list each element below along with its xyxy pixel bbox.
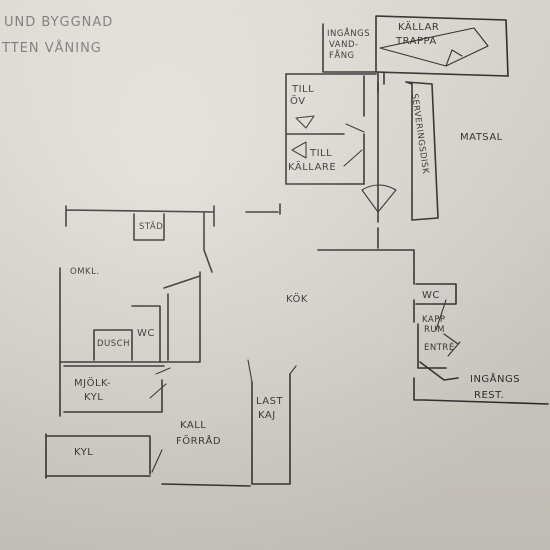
- stairs-label-2: TRAPPA: [395, 36, 437, 47]
- arrow-till-kallare: [291, 141, 307, 159]
- mjolkkyl-label-2: KYL: [84, 392, 103, 403]
- wc-left-label: WC: [137, 328, 155, 339]
- till-ov-label-2: ÖV: [290, 94, 306, 107]
- arrow-till-ov: [295, 115, 315, 129]
- till-kallare-label-1: TILL: [309, 148, 332, 159]
- ingangs-rest-bottom-wall: [423, 399, 549, 405]
- mjolkkyl-label-1: MJÖLK-: [74, 376, 111, 389]
- loading-dock-box: [251, 373, 291, 485]
- kyl-label: KYL: [74, 447, 93, 458]
- lastkaj-label-2: KAJ: [258, 410, 276, 421]
- loading-dock: [247, 359, 297, 485]
- cooler-door: [151, 449, 163, 473]
- kitchen-swing-door: [361, 184, 397, 213]
- bottom-wall: [161, 483, 251, 487]
- stairs-arrowhead: [445, 49, 463, 67]
- kapprum-label-2: RUM: [424, 325, 445, 335]
- stairs-arrow: [379, 27, 489, 67]
- kitchen-top-wall: [317, 249, 415, 285]
- door-till-kallare: [343, 149, 363, 167]
- stad-right-wall: [203, 211, 213, 273]
- cooler: [45, 433, 163, 479]
- omkl-label: OMKL.: [70, 267, 100, 277]
- entrance-doors: [435, 299, 461, 357]
- vestibule-label-3: FÅNG: [329, 49, 355, 61]
- dusch-label: DUSCH: [97, 339, 130, 349]
- wc-right-label: WC: [422, 290, 440, 301]
- kitchen-label: KÖK: [286, 292, 308, 305]
- entre-label: ENTRÉ: [424, 341, 455, 353]
- kitchen-walls: [65, 203, 425, 401]
- till-kallare-label-2: KÄLLARE: [288, 160, 336, 173]
- stad-top-wall: [65, 205, 215, 227]
- stairs-label-1: KÄLLAR: [398, 20, 439, 33]
- door-till-ov: [345, 123, 365, 133]
- changing-room-doors: [163, 275, 201, 361]
- changing-room-bottom-wall: [59, 271, 201, 363]
- changing-rooms: [59, 267, 201, 417]
- stad-label: STÄD: [139, 221, 163, 232]
- vestibule-label-1: INGÅNGS: [327, 27, 370, 39]
- serving-counter-outline: [405, 81, 439, 221]
- wc-right-box: [415, 283, 457, 305]
- kitchen-right-lower-wall: [413, 377, 425, 401]
- kapprum-label-1: KAPP: [422, 315, 446, 325]
- stair-rooms: [285, 73, 377, 185]
- kitchen-top-door: [245, 203, 281, 215]
- stad-box: [133, 213, 165, 241]
- ingangs-rest-label-2: REST.: [474, 390, 504, 401]
- entre-door-swing: [419, 361, 459, 381]
- loading-dock-doors: [247, 359, 297, 383]
- title-line-1: UND BYGGNAD: [4, 15, 113, 30]
- till-ov-label-1: TILL: [291, 84, 314, 95]
- ingangs-rest-label-1: INGÅNGS: [470, 372, 520, 385]
- milk-cooler-box: [63, 365, 165, 413]
- milk-cooler: [63, 365, 171, 413]
- kallforrad-label-1: KALL: [180, 420, 206, 431]
- stair-rooms-left-wall: [285, 73, 365, 185]
- milk-cooler-doors: [149, 367, 171, 399]
- vestibule-door-jamb: [377, 71, 385, 93]
- wc-left-box: [131, 305, 161, 363]
- dusch-box: [93, 329, 133, 361]
- stairs-base-wall: [375, 71, 509, 77]
- cooler-box: [45, 433, 151, 479]
- serving-counter: [361, 81, 439, 223]
- kallforrad-label-2: FÖRRÅD: [176, 434, 221, 447]
- entre-box: [417, 323, 447, 369]
- vestibule-label-2: VAND-: [329, 40, 359, 50]
- entrance-rooms: [415, 283, 549, 405]
- lastkaj-label-1: LAST: [256, 396, 283, 407]
- title-line-2: TTEN VÅNING: [1, 40, 102, 56]
- stairs-outline: [322, 15, 509, 77]
- dining-hall-label: MATSAL: [460, 132, 503, 143]
- vestibule-and-stairs: [322, 15, 509, 93]
